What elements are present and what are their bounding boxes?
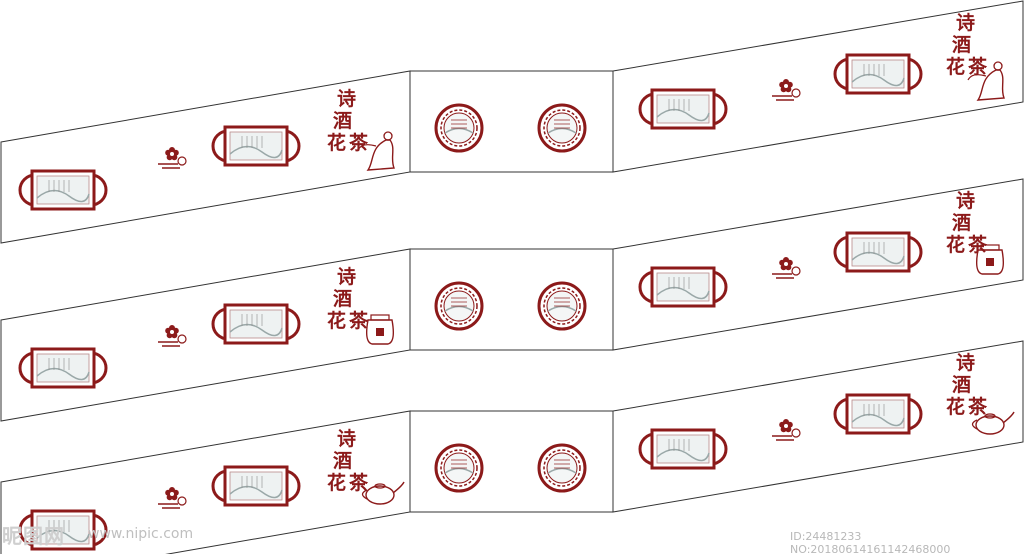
calligraphy-char: 诗 xyxy=(956,190,976,212)
window-panel-icon xyxy=(833,53,923,95)
calligraphy-char: 茶 xyxy=(349,310,369,332)
window-panel-icon xyxy=(833,231,923,273)
round-medallion-icon xyxy=(434,281,484,331)
calligraphy-char: 酒 xyxy=(333,110,353,132)
calligraphy-char: 花 xyxy=(946,56,966,78)
calligraphy-char: 诗 xyxy=(337,266,357,288)
window-panel-icon xyxy=(18,347,108,389)
calligraphy-char: 花 xyxy=(327,132,347,154)
plum-blossom-cloud-icon xyxy=(158,325,187,347)
watermark-logo: 昵图网 xyxy=(2,524,65,548)
plum-blossom-cloud-icon xyxy=(158,487,187,509)
calligraphy-char: 酒 xyxy=(333,288,353,310)
calligraphy-char: 花 xyxy=(327,310,347,332)
fairy-figure-icon xyxy=(967,61,1006,101)
window-panel-icon xyxy=(638,88,728,130)
tea-jar-icon xyxy=(975,244,1005,275)
window-panel-icon xyxy=(18,509,108,551)
calligraphy-char: 花 xyxy=(946,396,966,418)
calligraphy-char: 茶 xyxy=(349,132,369,154)
calligraphy-char: 酒 xyxy=(952,374,972,396)
calligraphy-char: 花 xyxy=(946,234,966,256)
calligraphy-char: 茶 xyxy=(968,56,988,78)
calligraphy-char: 酒 xyxy=(333,450,353,472)
round-medallion-icon xyxy=(434,443,484,493)
window-panel-icon xyxy=(638,266,728,308)
window-panel-icon xyxy=(211,303,301,345)
round-medallion-icon xyxy=(537,281,587,331)
calligraphy-char: 茶 xyxy=(968,396,988,418)
round-medallion-icon xyxy=(537,443,587,493)
plum-blossom-cloud-icon xyxy=(158,147,187,169)
calligraphy-char: 花 xyxy=(327,472,347,494)
watermark-url: www.nipic.com xyxy=(88,526,194,542)
wall-row-top xyxy=(0,0,1024,244)
round-medallion-icon xyxy=(537,103,587,153)
tea-jar-icon xyxy=(365,314,395,345)
teapot-icon xyxy=(361,481,405,505)
watermark-id: ID:24481233 NO:20180614161142468000 xyxy=(790,530,951,556)
calligraphy-char: 茶 xyxy=(968,234,988,256)
plum-blossom-cloud-icon xyxy=(772,257,801,279)
calligraphy-char: 酒 xyxy=(952,212,972,234)
calligraphy-char: 诗 xyxy=(956,352,976,374)
calligraphy-char: 诗 xyxy=(956,12,976,34)
window-panel-icon xyxy=(638,428,728,470)
window-panel-icon xyxy=(833,393,923,435)
window-panel-icon xyxy=(18,169,108,211)
window-panel-icon xyxy=(211,125,301,167)
fairy-figure-icon xyxy=(357,131,396,171)
window-panel-icon xyxy=(211,465,301,507)
plum-blossom-cloud-icon xyxy=(772,79,801,101)
round-medallion-icon xyxy=(434,103,484,153)
teapot-icon xyxy=(971,411,1015,435)
calligraphy-char: 诗 xyxy=(337,88,357,110)
wall-row-middle xyxy=(0,178,1024,422)
calligraphy-char: 诗 xyxy=(337,428,357,450)
wall-row-bottom xyxy=(0,340,1024,554)
calligraphy-char: 茶 xyxy=(349,472,369,494)
plum-blossom-cloud-icon xyxy=(772,419,801,441)
calligraphy-char: 酒 xyxy=(952,34,972,56)
